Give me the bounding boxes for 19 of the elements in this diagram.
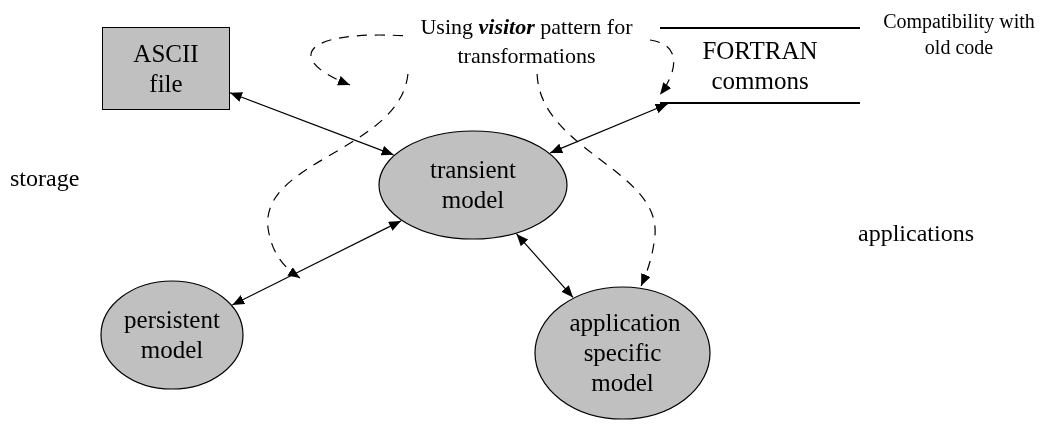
double-arrow xyxy=(231,220,402,306)
dashed-curved-arrow xyxy=(267,73,409,279)
double-arrow xyxy=(515,233,574,299)
dashed-curved-arrow xyxy=(310,34,404,86)
data-store xyxy=(660,27,860,104)
file-box xyxy=(102,27,230,110)
node-label: transient model xyxy=(428,155,518,215)
dashed-curved-arrow xyxy=(536,73,656,287)
node-label: FORTRAN commons xyxy=(701,35,819,96)
node-label: application specific model xyxy=(568,308,682,398)
double-arrow xyxy=(549,103,669,154)
double-arrow xyxy=(229,92,395,156)
annotation-label: Using visitor pattern for transformations xyxy=(419,13,634,70)
region-label: storage xyxy=(10,164,80,193)
node-label: persistent model xyxy=(123,305,221,365)
side-note: Compatibility with old code xyxy=(882,9,1036,60)
node-label: ASCII file xyxy=(132,38,200,99)
dashed-curved-arrow xyxy=(649,39,675,96)
region-label: applications xyxy=(858,219,974,248)
